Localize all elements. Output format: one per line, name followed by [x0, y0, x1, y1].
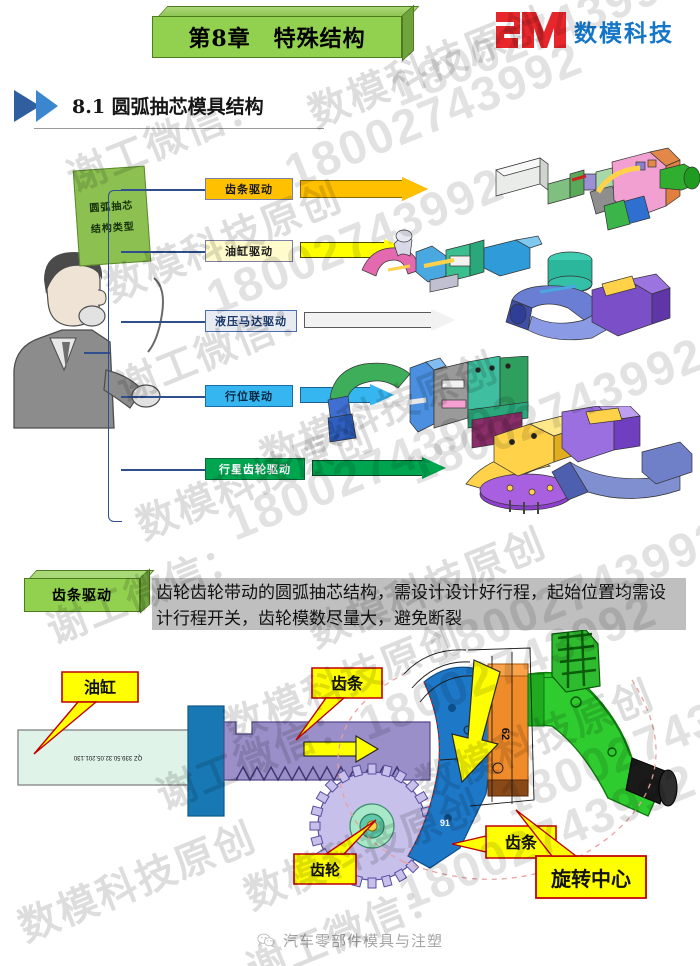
cad-render-slide-linkage — [327, 356, 529, 449]
sm-logo-icon — [496, 12, 566, 48]
mechanism-svg: QZ 339.50.32.05.201.130 — [17, 629, 678, 899]
tree-leaf-line — [121, 321, 205, 323]
body-text: 齿轮齿轮带动的圆弧抽芯结构，需设计设计好行程，起始位置均需设计行程开关，齿轮模数… — [152, 578, 686, 630]
tree-brace-stem — [84, 352, 110, 354]
subsection-box-side-face — [140, 568, 150, 614]
callout-rotation-center-label: 旋转中心 — [550, 867, 631, 891]
logo-text: 数模科技 — [574, 21, 674, 47]
structure-type-diagram: 圆弧抽芯 结构类型 齿条驱动 油缸驱动 液压马达驱动 行位联动 行星齿轮驱动 — [0, 140, 700, 522]
rack-motion-arrow — [303, 735, 380, 763]
rotation-direction-arrow — [451, 659, 501, 784]
callout-rack-top[interactable]: 齿条 — [295, 667, 383, 741]
tree-leaf-line — [121, 251, 205, 253]
cylinder-spec-text: QZ 339.50.32.05.201.130 — [73, 754, 142, 760]
mounting-block — [187, 705, 225, 817]
callout-cylinder[interactable]: 油缸 — [33, 671, 139, 755]
callout-cylinder-label: 油缸 — [84, 678, 116, 697]
part-number-blue: 91 — [440, 818, 450, 828]
part-number-orange: 62 — [499, 728, 511, 740]
hydraulic-cylinder-body — [17, 729, 197, 786]
callout-rack-top-label: 齿条 — [331, 674, 364, 693]
tree-leaf-line — [121, 469, 205, 471]
tree-node-hydraulic-motor-drive[interactable]: 液压马达驱动 — [205, 310, 297, 332]
footer: 汽车零部件模具与注塑 — [0, 928, 700, 952]
tree-node-rack-drive[interactable]: 齿条驱动 — [205, 178, 293, 200]
tree-node-slide-linkage[interactable]: 行位联动 — [205, 385, 293, 407]
cad-render-rack-drive — [495, 147, 700, 231]
section-heading: 8.1 圆弧抽芯模具结构 — [14, 88, 344, 132]
arrow-planetary-drive — [312, 457, 446, 479]
subsection-label: 齿条驱动 — [52, 588, 112, 604]
presenter-illustration — [13, 252, 164, 429]
arrow-rack-drive — [300, 177, 428, 201]
tree-node-label: 齿条驱动 — [225, 183, 273, 196]
triangle-light-icon — [36, 90, 58, 122]
rotation-path-circle — [403, 679, 657, 880]
company-logo: 数模科技 — [492, 8, 688, 52]
callout-gear-label: 齿轮 — [310, 861, 340, 879]
tree-node-label: 行星齿轮驱动 — [219, 463, 291, 476]
tree-node-label: 液压马达驱动 — [215, 315, 287, 328]
tree-brace — [108, 190, 122, 522]
cad-render-planetary-gear — [465, 406, 693, 514]
cad-render-hydraulic-motor — [505, 251, 671, 341]
page-title: 第8章 特殊结构 — [188, 26, 366, 52]
callout-rotation-center[interactable]: 旋转中心 — [515, 809, 647, 899]
cad-render-cylinder-drive — [361, 229, 543, 293]
subsection-box: 齿条驱动 — [24, 568, 155, 614]
tree-node-cylinder-drive[interactable]: 油缸驱动 — [205, 240, 293, 262]
callout-rack-right-label: 齿条 — [505, 833, 538, 852]
callout-gear[interactable]: 齿轮 — [293, 819, 377, 885]
subsection-box-front-face: 齿条驱动 — [24, 578, 140, 612]
tree-leaf-line — [121, 189, 205, 191]
title-box-side-face — [402, 4, 414, 62]
tree-leaf-line — [121, 396, 205, 398]
title-box-front-face: 第8章 特殊结构 — [152, 16, 402, 58]
tree-node-label: 油缸驱动 — [225, 245, 273, 258]
triangle-dark-icon — [14, 90, 40, 122]
section-heading-label: 8.1 圆弧抽芯模具结构 — [72, 96, 264, 118]
tree-node-label: 行位联动 — [225, 390, 273, 403]
wechat-icon — [257, 933, 275, 948]
chapter-title-box: 第8章 特殊结构 — [152, 4, 420, 62]
rack-drive-mechanism-drawing: QZ 339.50.32.05.201.130 — [0, 629, 700, 930]
footer-text: 汽车零部件模具与注塑 — [282, 931, 443, 950]
arrow-hydraulic-drive — [304, 309, 456, 331]
green-duct-part — [527, 629, 678, 817]
section-divider — [34, 128, 324, 129]
tree-node-planetary-gear-drive[interactable]: 行星齿轮驱动 — [205, 458, 305, 480]
